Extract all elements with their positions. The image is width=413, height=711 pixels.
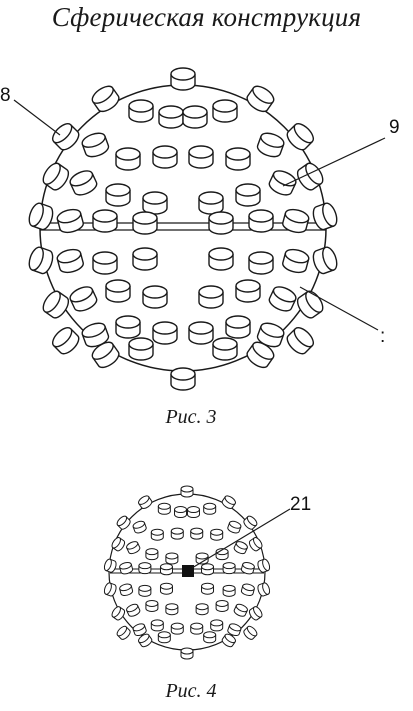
cylinder-stud xyxy=(132,211,158,235)
figure-3-caption: Рис. 3 xyxy=(165,406,217,428)
cylinder-stud xyxy=(138,562,152,575)
cylinder-stud xyxy=(170,367,196,391)
cylinder-stud xyxy=(225,315,251,339)
cylinder-stud xyxy=(142,285,168,309)
cylinder-stud xyxy=(283,323,318,358)
cylinder-stud xyxy=(188,321,214,345)
cylinder-stud xyxy=(208,211,234,235)
figure-3-sphere xyxy=(25,67,341,391)
cylinder-stud xyxy=(195,603,209,616)
cylinder-stud xyxy=(48,323,83,358)
figure-4-sphere xyxy=(102,485,272,660)
cylinder-stud xyxy=(190,622,204,635)
cylinder-stud xyxy=(157,502,171,515)
cylinder-stud xyxy=(150,619,164,632)
cylinder-stud xyxy=(201,582,215,595)
cylinder-stud xyxy=(150,528,164,541)
cylinder-stud xyxy=(210,528,224,541)
cylinder-stud xyxy=(182,105,208,129)
cylinder-stud xyxy=(248,251,274,275)
cylinder-stud xyxy=(170,622,184,635)
cylinder-stud xyxy=(212,337,238,361)
cylinder-stud xyxy=(105,279,131,303)
cylinder-stud xyxy=(190,527,204,540)
cylinder-stud xyxy=(215,599,229,612)
cylinder-stud xyxy=(158,105,184,129)
cylinder-stud xyxy=(188,145,214,169)
cylinder-stud xyxy=(92,209,118,233)
cylinder-stud xyxy=(235,183,261,207)
cylinder-stud xyxy=(105,183,131,207)
cylinder-stud xyxy=(152,321,178,345)
cylinder-stud xyxy=(180,485,194,498)
label-colon: : xyxy=(380,326,385,347)
cylinder-stud xyxy=(180,647,194,660)
cylinder-stud xyxy=(210,619,224,632)
cylinder-stud xyxy=(203,631,217,644)
cylinder-stud xyxy=(248,209,274,233)
cylinder-stud xyxy=(115,624,133,642)
cylinder-stud xyxy=(159,582,173,595)
cylinder-stud xyxy=(235,279,261,303)
cylinder-stud xyxy=(159,563,173,576)
label-8: 8 xyxy=(0,85,11,106)
cylinder-stud xyxy=(241,624,259,642)
page-title: Сферическая конструкция xyxy=(51,2,362,32)
cylinder-stud xyxy=(115,147,141,171)
cylinder-stud xyxy=(225,147,251,171)
cylinder-stud xyxy=(203,502,217,515)
cylinder-stud xyxy=(198,285,224,309)
cylinder-stud xyxy=(170,67,196,91)
cylinder-stud xyxy=(222,584,236,597)
center-marker-square xyxy=(182,565,194,577)
cylinder-stud xyxy=(128,99,154,123)
cylinder-stud xyxy=(92,251,118,275)
cylinder-stud xyxy=(152,145,178,169)
cylinder-stud xyxy=(142,191,168,215)
cylinder-stud xyxy=(201,563,215,576)
cylinder-stud xyxy=(170,527,184,540)
cylinder-stud xyxy=(222,562,236,575)
cylinder-stud xyxy=(132,247,158,271)
cylinder-stud xyxy=(157,631,171,644)
cylinder-stud xyxy=(208,247,234,271)
cylinder-stud xyxy=(128,337,154,361)
cylinder-stud xyxy=(165,603,179,616)
label-9: 9 xyxy=(389,117,400,138)
cylinder-stud xyxy=(145,548,159,561)
cylinder-stud xyxy=(174,506,188,519)
label-21: 21 xyxy=(290,494,311,515)
cylinder-stud xyxy=(198,191,224,215)
cylinder-stud xyxy=(186,506,200,519)
figure-4-caption: Рис. 4 xyxy=(165,680,217,702)
cylinder-stud xyxy=(115,315,141,339)
cylinder-stud xyxy=(212,99,238,123)
cylinder-stud xyxy=(165,552,179,565)
cylinder-stud xyxy=(145,599,159,612)
cylinder-stud xyxy=(138,584,152,597)
